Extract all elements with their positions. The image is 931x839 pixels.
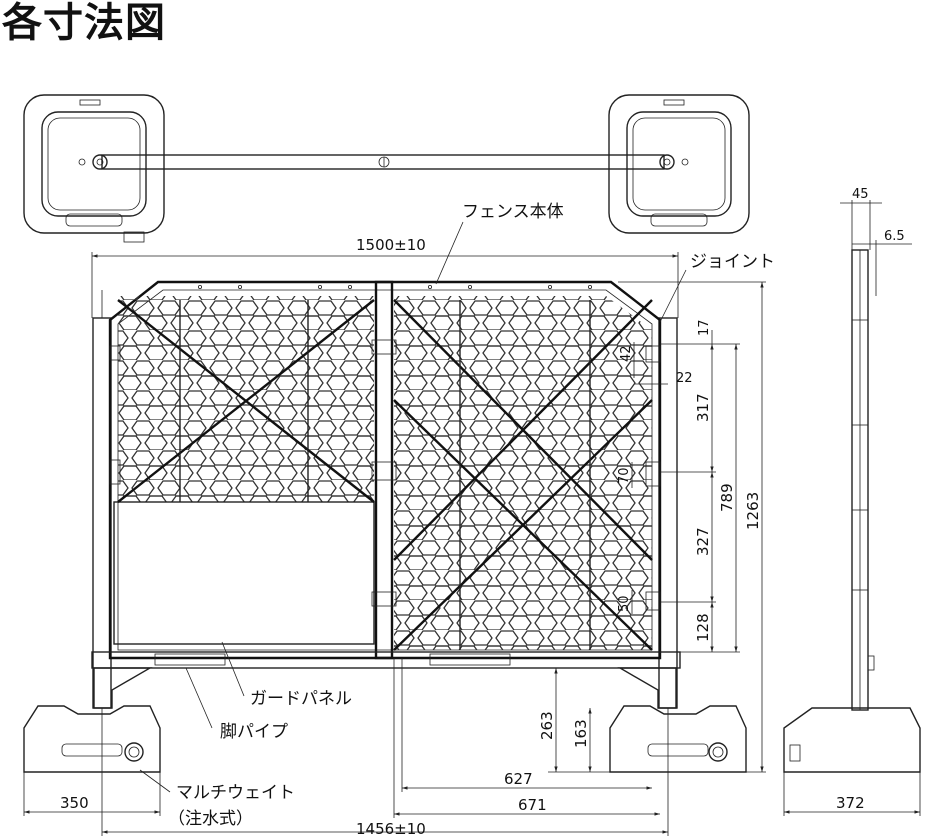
top-fence-bar [101,154,665,170]
dim-overall-width: 1500±10 [356,236,426,254]
dim-627: 627 [504,770,533,788]
dim-side-372: 372 [836,794,865,812]
drawing-title: 各寸法図 [2,0,166,46]
dim-317: 317 [694,393,712,422]
center-joint [374,280,394,660]
dimension-values: 1500±10 1456±10 350 627 671 372 45 6.5 2… [60,187,905,838]
dimension-lines [23,200,921,836]
dim-base-width: 350 [60,794,89,812]
left-post [92,317,112,709]
side-view [783,249,921,773]
dim-70: 70 [617,467,632,484]
dim-side-45: 45 [852,187,869,202]
label-fence-body: フェンス本体 [462,202,564,222]
top-weight-right [608,94,750,234]
leader-lines [139,221,687,793]
dim-1263: 1263 [744,492,762,530]
callout-labels: フェンス本体 ジョイント ガードパネル 脚パイプ マルチウェイト （注水式） [168,202,775,829]
label-multi-weight: マルチウェイト [176,783,295,803]
dim-42: 42 [619,345,634,362]
top-weight-left [23,94,165,243]
dim-163: 163 [572,719,590,748]
front-view [91,280,681,709]
label-guard-panel: ガードパネル [250,689,352,709]
dim-789: 789 [718,483,736,512]
dim-17: 17 [697,319,712,336]
dim-pitch-width: 1456±10 [356,820,426,838]
dim-side-6-5: 6.5 [884,229,905,244]
dim-128: 128 [694,613,712,642]
dim-671: 671 [518,796,547,814]
label-joint: ジョイント [690,252,775,272]
dim-263: 263 [538,711,556,740]
label-multi-weight-type: （注水式） [168,809,253,829]
top-view [23,94,750,243]
dim-22: 22 [676,371,693,386]
right-post [658,317,678,709]
dim-327: 327 [694,527,712,556]
label-leg-pipe: 脚パイプ [220,722,288,742]
base-weights [23,705,747,773]
dim-50: 50 [617,595,632,612]
bracing [117,299,653,651]
